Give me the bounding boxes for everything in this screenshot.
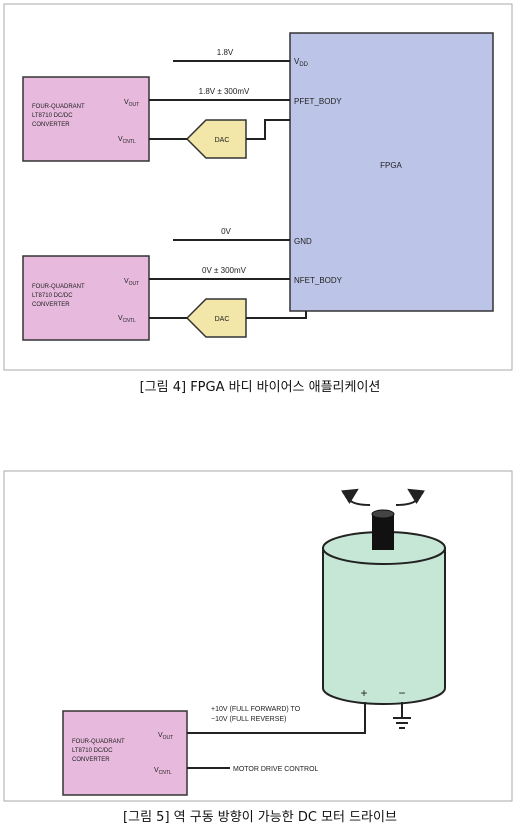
converter-motor-vout: VOUT [158,732,173,741]
converter-bottom-line2: LT8710 DC/DC [32,293,73,299]
motor-plus-terminal: + [360,686,367,700]
converter-motor-line2: LT8710 DC/DC [72,748,113,754]
converter-top-vout: VOUT [124,99,139,108]
label-1-8v: 1.8V [217,48,234,57]
dac-top-label: DAC [215,137,230,144]
dac-bottom-label: DAC [215,316,230,323]
label-full-reverse: −10V (FULL REVERSE) [211,716,286,723]
rotation-arrow-right-icon [395,488,426,506]
fpga-block [289,32,494,312]
converter-bottom-line3: CONVERTER [32,302,70,308]
converter-bottom-line1: FOUR-QUADRANT [32,284,85,290]
converter-motor-line1: FOUR-QUADRANT [72,739,125,745]
converter-top-block [22,76,150,162]
figure5-wires [187,702,403,769]
motor-minus-terminal: − [398,686,405,700]
rotation-arrow-left-icon [340,488,371,506]
gnd-pin-label: GND [294,237,312,246]
figure4-wires [149,60,307,319]
converter-motor-line3: CONVERTER [72,757,110,763]
motor-shaft [372,514,394,550]
converter-bottom-block [22,255,150,341]
converter-bottom-vout: VOUT [124,278,139,287]
vdd-pin-label: VDD [294,57,309,68]
motor-body [322,547,446,705]
nfet-body-pin-label: NFET_BODY [294,276,343,285]
fpga-label: FPGA [380,161,402,170]
converter-top-line3: CONVERTER [32,122,70,128]
motor-shaft-top [371,509,395,519]
converter-top-line1: FOUR-QUADRANT [32,104,85,110]
ground-icon [393,717,411,729]
label-0v: 0V [221,227,231,236]
converter-top-line2: LT8710 DC/DC [32,113,73,119]
converter-bottom-vcntl: VCNTL [118,315,136,324]
label-full-forward: +10V (FULL FORWARD) TO [211,706,301,713]
label-motor-drive-control: MOTOR DRIVE CONTROL [233,766,319,773]
figure4-caption: [그림 4] FPGA 바디 바이어스 애플리케이션 [139,380,381,395]
label-0v-pm: 0V ± 300mV [202,266,247,275]
figure5-caption: [그림 5] 역 구동 방향이 가능한 DC 모터 드라이브 [123,810,397,825]
converter-motor-vcntl: VCNTL [154,767,172,776]
converter-motor-block [62,710,188,796]
label-1-8v-pm: 1.8V ± 300mV [199,87,250,96]
pfet-body-pin-label: PFET_BODY [294,97,342,106]
converter-top-vcntl: VCNTL [118,136,136,145]
